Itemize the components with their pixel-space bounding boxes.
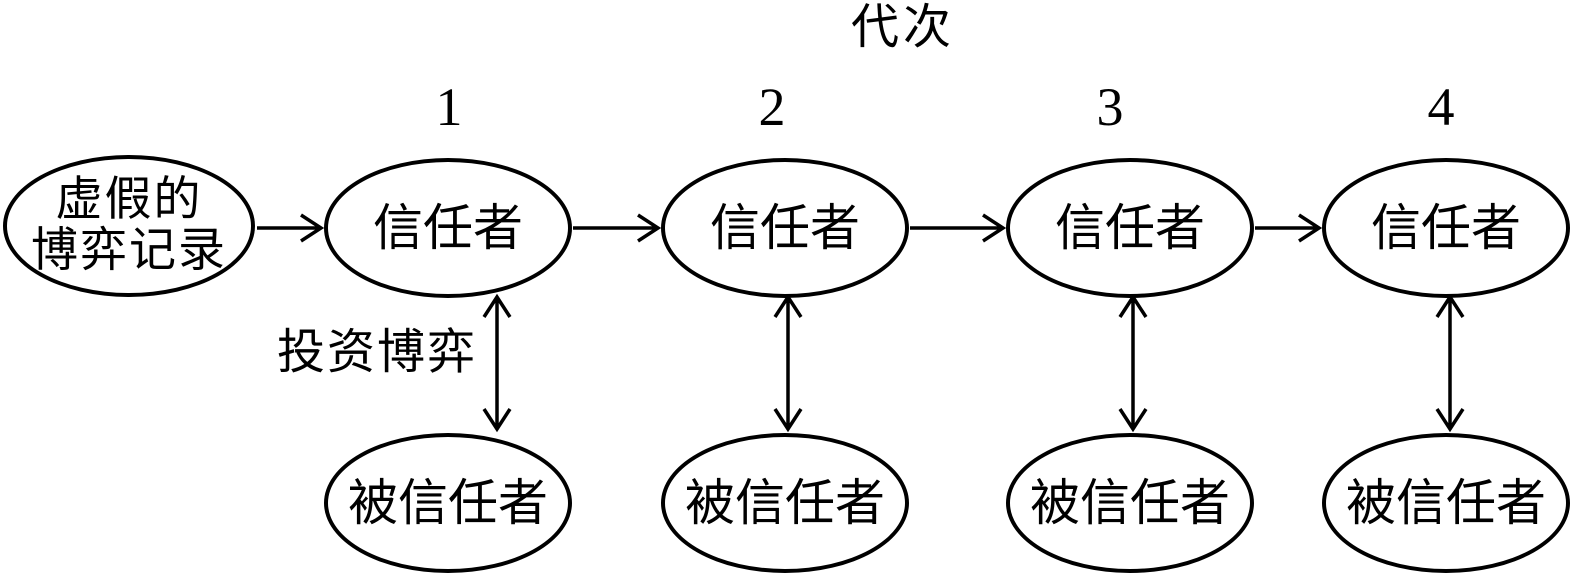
- double-arrow-generation-2: [773, 293, 803, 433]
- arrow-trustor-2-to-trustor-3: [910, 213, 1007, 243]
- node-trustor-2: 信任者: [661, 158, 909, 298]
- investment-game-label: 投资博弈: [276, 326, 478, 379]
- trustor-4-label: 信任者: [1371, 200, 1521, 256]
- generation-number-1: 1: [435, 77, 463, 137]
- node-trustor-4: 信任者: [1322, 158, 1570, 298]
- trustor-3-label: 信任者: [1055, 200, 1205, 256]
- node-trustor-1: 信任者: [324, 158, 572, 298]
- arrow-trustor-1-to-trustor-2: [573, 213, 662, 243]
- double-arrow-generation-1: [482, 293, 512, 433]
- node-trustee-3: 被信任者: [1006, 433, 1254, 573]
- trustor-2-label: 信任者: [710, 200, 860, 256]
- trustee-1-label: 被信任者: [348, 475, 548, 531]
- double-arrow-generation-4: [1435, 293, 1465, 433]
- fake-game-record-label-line1: 虚假的: [55, 174, 203, 227]
- trustee-2-label: 被信任者: [685, 475, 885, 531]
- trustor-1-label: 信任者: [373, 200, 523, 256]
- trustee-3-label: 被信任者: [1030, 475, 1230, 531]
- generation-number-4: 4: [1427, 77, 1455, 137]
- fake-game-record-label-line2: 博弈记录: [31, 225, 227, 277]
- node-fake-game-record: 虚假的 博弈记录: [3, 155, 255, 297]
- trustee-4-label: 被信任者: [1346, 475, 1546, 531]
- node-trustee-2: 被信任者: [661, 433, 909, 573]
- figure-title: 代次: [850, 1, 956, 54]
- generation-number-2: 2: [758, 77, 786, 137]
- node-trustor-3: 信任者: [1006, 158, 1254, 298]
- arrow-trustor-3-to-trustor-4: [1255, 213, 1323, 243]
- node-trustee-1: 被信任者: [324, 433, 572, 573]
- arrow-source-to-trustor-1: [257, 213, 325, 243]
- generation-number-3: 3: [1096, 77, 1124, 137]
- double-arrow-generation-3: [1118, 293, 1148, 433]
- node-trustee-4: 被信任者: [1322, 433, 1570, 573]
